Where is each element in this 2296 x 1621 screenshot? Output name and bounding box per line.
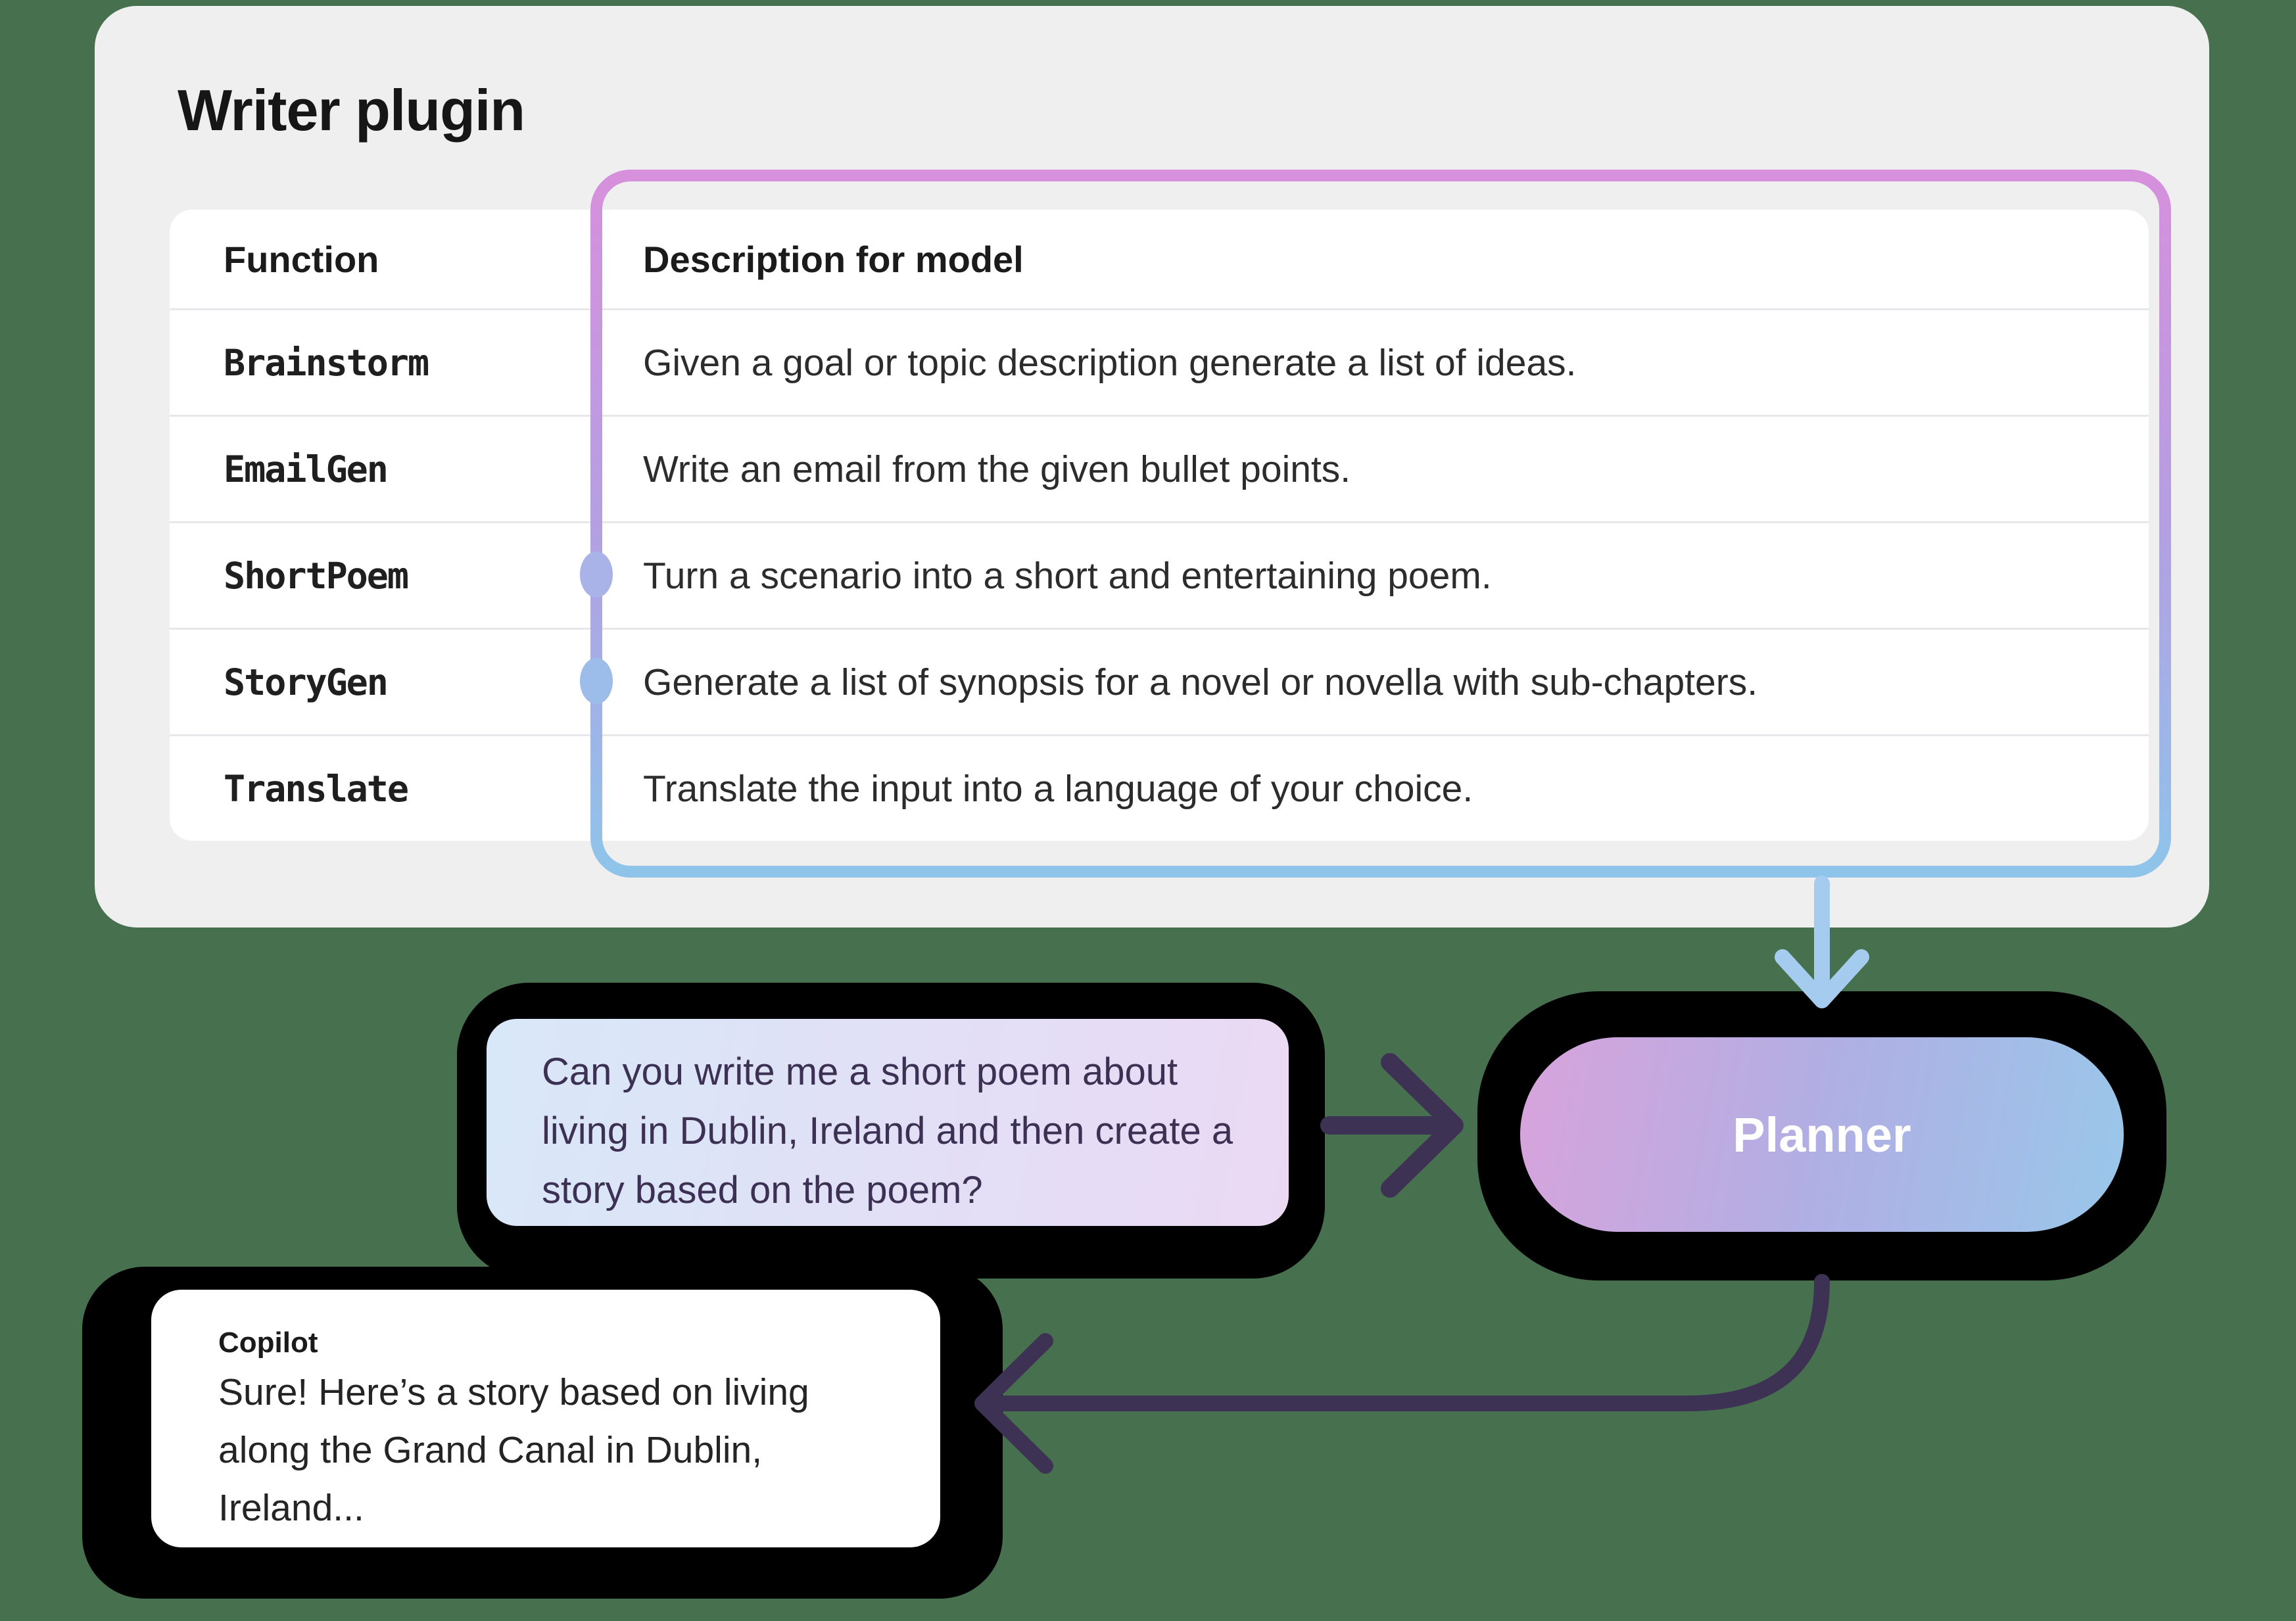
function-description: Turn a scenario into a short and enterta… [643,554,1492,597]
card-title: Writer plugin [178,78,525,143]
function-description: Generate a list of synopsis for a novel … [643,661,1758,703]
function-description: Write an email from the given bullet poi… [643,448,1351,490]
writer-plugin-card: Writer plugin Function Description for m… [95,6,2209,928]
planner-node: Planner [1520,1037,2124,1232]
table-row: ShortPoem Turn a scenario into a short an… [170,521,2149,628]
function-description: Translate the input into a language of y… [643,767,1473,810]
function-description: Given a goal or topic description genera… [643,341,1577,384]
planner-label: Planner [1733,1107,1911,1162]
function-name: ShortPoem [224,554,409,597]
user-chat-text: Can you write me a short poem about livi… [542,1050,1233,1211]
copilot-chat-bubble: Copilot Sure! Here’s a story based on li… [151,1290,940,1547]
column-header-description: Description for model [643,238,1024,280]
function-table: Function Description for model Brainstor… [170,210,2149,841]
table-row: StoryGen Generate a list of synopsis for … [170,628,2149,734]
function-name: Brainstorm [224,341,429,384]
function-name: EmailGen [224,448,389,490]
column-header-function: Function [224,238,379,280]
copilot-chat-text: Sure! Here’s a story based on living alo… [218,1371,809,1529]
planner-to-copilot-arrow-shaft [978,1274,1830,1411]
table-header-row: Function Description for model [170,210,2149,308]
copilot-label: Copilot [218,1327,318,1359]
function-name: Translate [224,767,409,810]
user-chat-bubble: Can you write me a short poem about livi… [487,1019,1289,1226]
user-to-planner-arrow-head-icon [1381,1053,1464,1198]
table-body: Brainstorm Given a goal or topic descript… [170,308,2149,841]
table-row: Brainstorm Given a goal or topic descript… [170,308,2149,415]
function-name: StoryGen [224,661,389,703]
table-row: EmailGen Write an email from the given bu… [170,415,2149,521]
table-row: Translate Translate the input into a lang… [170,734,2149,841]
